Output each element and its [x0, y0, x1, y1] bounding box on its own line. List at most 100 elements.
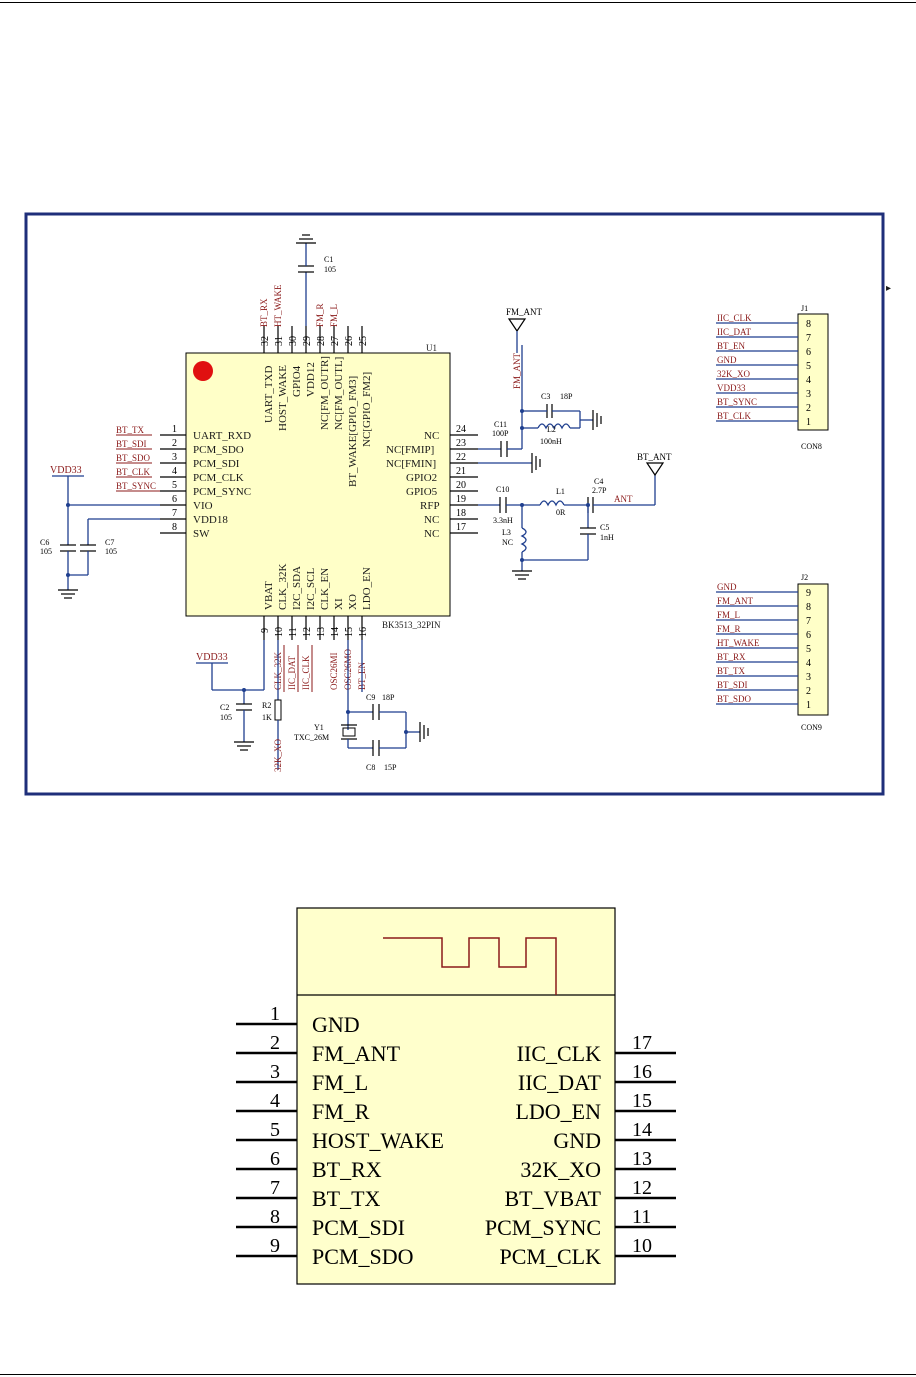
module-pin-name: PCM_SYNC: [485, 1215, 601, 1240]
svg-text:28: 28: [316, 336, 327, 346]
svg-text:VBAT: VBAT: [263, 581, 275, 610]
svg-text:1: 1: [172, 424, 177, 435]
svg-text:C10: C10: [496, 485, 509, 494]
svg-text:C7: C7: [105, 538, 114, 547]
module-body: [296, 907, 616, 1285]
svg-text:21: 21: [456, 466, 466, 477]
module-pin-name: LDO_EN: [515, 1099, 601, 1124]
svg-text:XI: XI: [333, 598, 345, 610]
module-pin: 3 FM_L: [236, 1061, 368, 1095]
svg-text:NC: NC: [502, 538, 513, 547]
svg-text:NC: NC: [424, 430, 439, 442]
svg-text:105: 105: [324, 265, 336, 274]
svg-text:NC[FM_OUTL]: NC[FM_OUTL]: [333, 357, 345, 430]
svg-text:FM_ANT: FM_ANT: [512, 352, 522, 389]
svg-text:L1: L1: [556, 487, 565, 496]
connector-pin-number: 2: [806, 686, 811, 697]
svg-text:XO: XO: [347, 594, 359, 610]
svg-text:IIC_DAT: IIC_DAT: [287, 656, 297, 690]
svg-text:31: 31: [274, 336, 285, 346]
connector-pin-number: 4: [806, 375, 811, 386]
connector-net-label: FM_ANT: [717, 596, 754, 606]
module-pin-number: 7: [270, 1177, 280, 1199]
svg-text:R2: R2: [262, 701, 271, 710]
connector-pin: GND 9: [716, 582, 811, 599]
connector-pin-number: 3: [806, 389, 811, 400]
svg-text:17: 17: [456, 522, 466, 533]
connector-pin-number: 6: [806, 347, 811, 358]
module-pin: 7 BT_TX: [236, 1177, 381, 1211]
svg-text:1nH: 1nH: [600, 533, 614, 542]
frame-marker: ▸: [886, 283, 891, 294]
connector-net-label: GND: [717, 582, 737, 592]
module-pin-number: 12: [632, 1177, 652, 1199]
svg-text:32: 32: [260, 336, 271, 346]
svg-text:8: 8: [172, 522, 177, 533]
module-pin-name: IIC_DAT: [518, 1070, 602, 1095]
svg-text:C11: C11: [494, 420, 507, 429]
c1-decoupling: C1 105: [296, 234, 336, 326]
svg-text:11: 11: [288, 627, 299, 637]
svg-text:C4: C4: [594, 477, 603, 486]
svg-text:C9: C9: [366, 693, 375, 702]
module-pin: 17 IIC_CLK: [517, 1032, 676, 1066]
svg-text:GPIO2: GPIO2: [406, 472, 437, 484]
svg-text:Y1: Y1: [314, 723, 324, 732]
module-pin-name: GND: [553, 1128, 601, 1153]
svg-text:15P: 15P: [384, 763, 397, 772]
svg-text:C2: C2: [220, 703, 229, 712]
connector-net-label: BT_SDO: [717, 694, 752, 704]
vio-decoupling: VDD33 C6 105 C7 105: [40, 465, 160, 599]
svg-text:CLK_32K: CLK_32K: [277, 564, 289, 611]
svg-text:TXC_26M: TXC_26M: [294, 733, 329, 742]
svg-text:0R: 0R: [556, 508, 566, 517]
svg-text:BT_SYNC: BT_SYNC: [116, 481, 156, 491]
module-pin-number: 15: [632, 1090, 652, 1112]
module-pin-number: 17: [632, 1032, 652, 1054]
svg-text:FM_L: FM_L: [329, 304, 339, 327]
svg-text:105: 105: [220, 713, 232, 722]
vbat-circuit: VDD33 C2 105 R2 1K 32K_XO: [196, 640, 283, 772]
svg-text:100nH: 100nH: [540, 437, 562, 446]
connector-pin-number: 9: [806, 588, 811, 599]
module-pin-name: FM_L: [312, 1070, 368, 1095]
connector-net-label: FM_R: [717, 624, 741, 634]
svg-text:30: 30: [288, 336, 299, 346]
svg-text:3: 3: [172, 452, 177, 463]
svg-text:GPIO5: GPIO5: [406, 486, 438, 498]
rf-matching-circuit: BT_ANT ANT C10 3.3nH L1 0R C4 2.7P L3 NC…: [478, 452, 672, 580]
svg-text:4: 4: [172, 466, 177, 477]
module-pin-number: 11: [632, 1206, 651, 1228]
svg-text:BT_RX: BT_RX: [259, 298, 269, 327]
pin1-marker: [193, 361, 213, 381]
svg-text:19: 19: [456, 494, 466, 505]
module-pin-name: BT_TX: [312, 1186, 381, 1211]
svg-text:I2C_SDA: I2C_SDA: [291, 566, 303, 610]
connector-pin-number: 8: [806, 319, 811, 330]
module-pin-name: GND: [312, 1012, 360, 1037]
module-pin-name: IIC_CLK: [517, 1041, 601, 1066]
svg-text:J1: J1: [801, 304, 808, 313]
svg-text:OSC26MI: OSC26MI: [329, 652, 339, 690]
svg-text:2.7P: 2.7P: [592, 486, 607, 495]
module-pin-number: 5: [270, 1119, 280, 1141]
module-pin-number: 3: [270, 1061, 280, 1083]
svg-text:3.3nH: 3.3nH: [493, 516, 513, 525]
